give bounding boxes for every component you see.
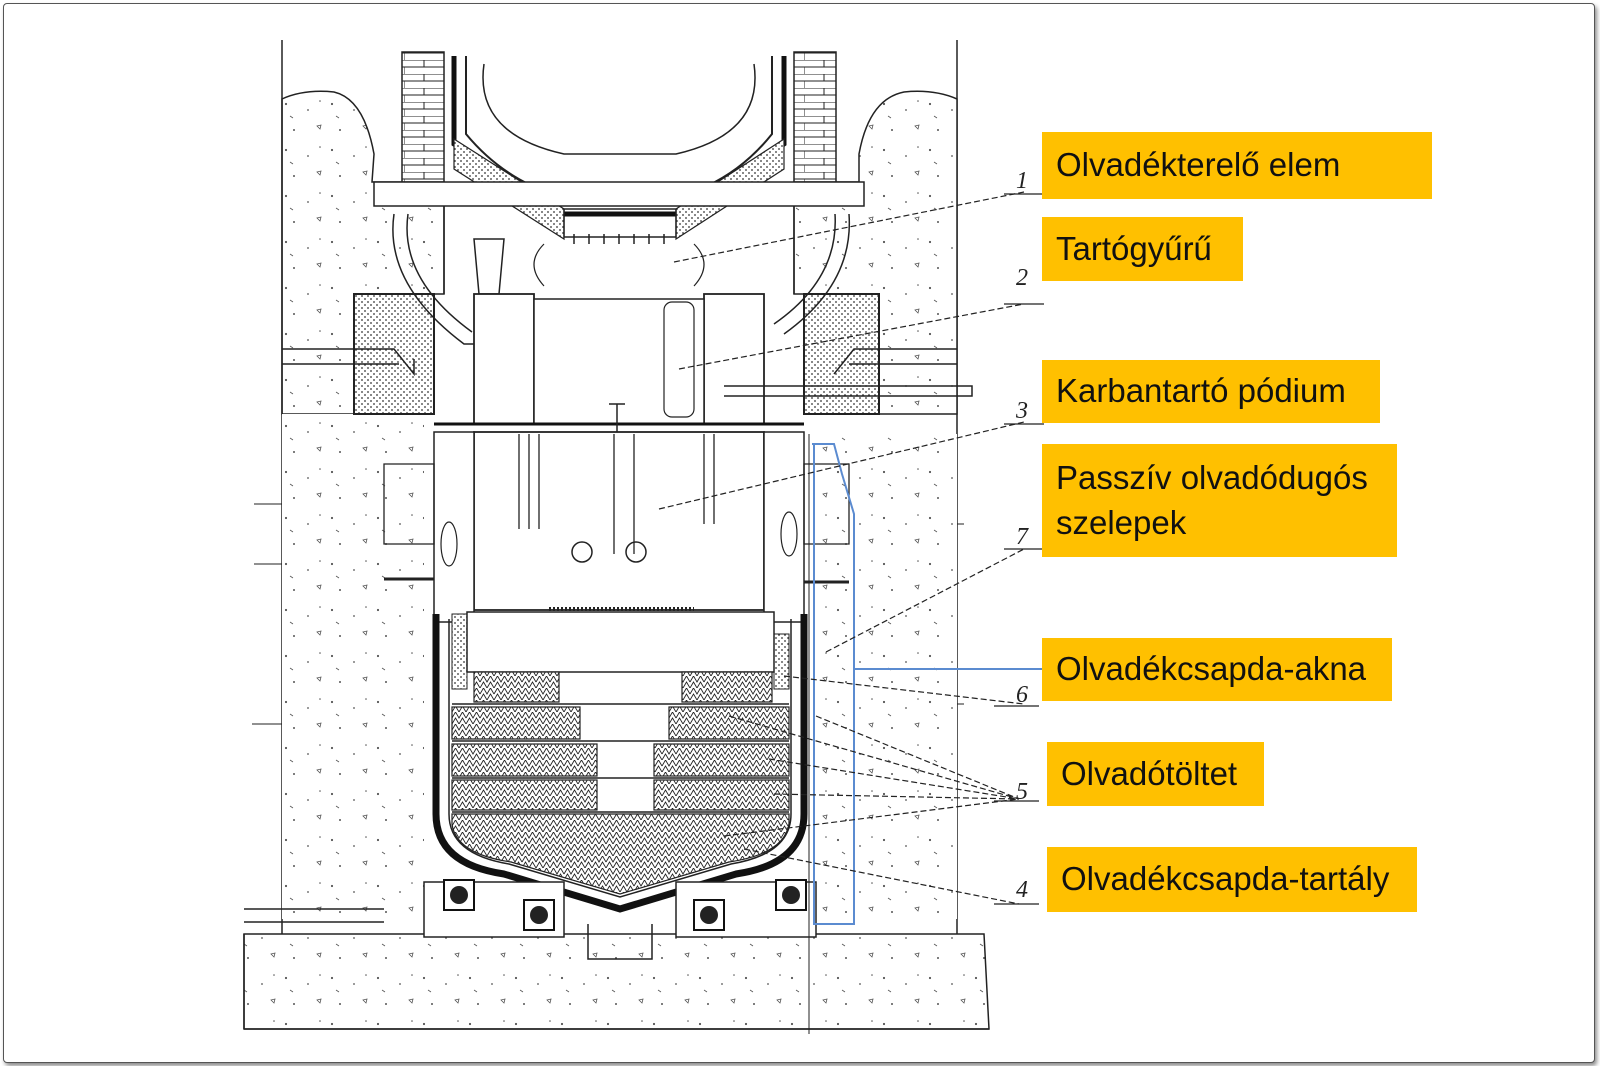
reactor-vessel-bottom — [373, 51, 865, 295]
maintenance-platform — [383, 403, 850, 623]
leader-lines — [658, 191, 1025, 905]
core-catcher-cross-section: 1 2 3 7 6 5 4 — [243, 40, 1044, 1034]
core-catcher-vessel — [432, 611, 808, 913]
part-number-6: 6 — [1016, 682, 1028, 708]
callout-melt-deflector: Olvadékterelő elem — [1042, 132, 1432, 199]
base-supports — [244, 434, 817, 1034]
callout-maintenance-platform: Karbantartó pódium — [1042, 360, 1380, 423]
part-number-2: 2 — [1016, 265, 1028, 291]
callout-trap-vessel: Olvadékcsapda-tartály — [1047, 847, 1417, 912]
figure-frame: 1 2 3 7 6 5 4 Olvadékterelő elem Tartógy… — [3, 3, 1595, 1063]
shaft-leader-blue — [812, 443, 1044, 925]
callout-sacrificial-material: Olvadótöltet — [1047, 742, 1264, 806]
callout-trap-shaft: Olvadékcsapda-akna — [1042, 638, 1392, 701]
support-ring — [282, 213, 973, 426]
part-number-4: 4 — [1016, 877, 1028, 903]
part-numbers: 1 2 3 7 6 5 4 — [994, 168, 1044, 905]
part-number-1: 1 — [1016, 168, 1028, 194]
callout-support-ring: Tartógyűrű — [1042, 217, 1243, 281]
part-number-3: 3 — [1015, 398, 1028, 424]
part-number-5: 5 — [1016, 779, 1028, 805]
part-number-7: 7 — [1016, 524, 1029, 550]
callout-passive-valves: Passzív olvadódugós szelepek — [1042, 444, 1397, 557]
